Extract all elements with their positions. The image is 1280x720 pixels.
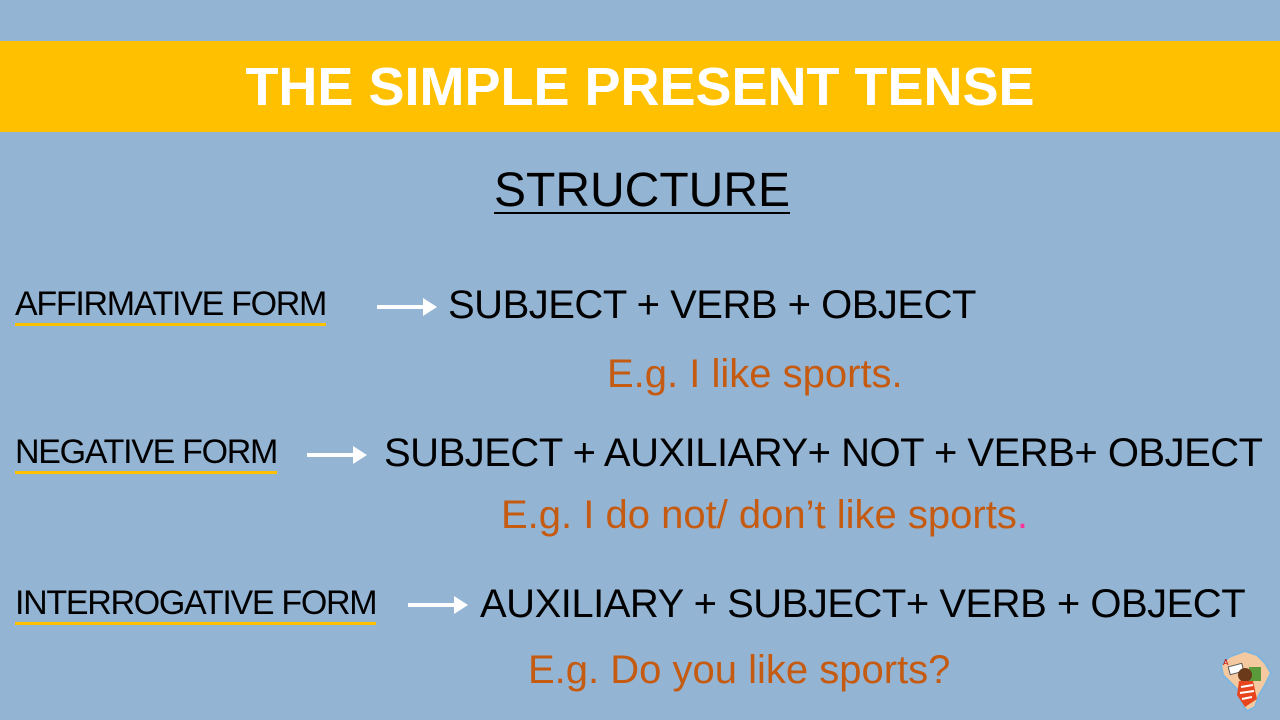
- arrow-right-icon: [307, 446, 367, 464]
- structure-heading-text: STRUCTURE: [494, 164, 790, 217]
- interrogative-example: E.g. Do you like sports?: [528, 648, 951, 692]
- slide-title: THE SIMPLE PRESENT TENSE: [245, 56, 1035, 117]
- interrogative-form-label: INTERROGATIVE FORM: [15, 584, 378, 625]
- affirmative-form-label: AFFIRMATIVE FORM: [15, 285, 327, 326]
- negative-form-label: NEGATIVE FORM: [15, 433, 278, 474]
- svg-text:A: A: [1223, 658, 1229, 667]
- arrow-right-icon: [408, 596, 468, 614]
- negative-example: E.g. I do not/ don’t like sports.: [501, 493, 1028, 538]
- structure-heading: STRUCTURE: [0, 163, 1280, 218]
- africa-map-logo-icon: A: [1219, 649, 1273, 713]
- affirmative-structure: SUBJECT + VERB + OBJECT: [448, 283, 976, 327]
- negative-example-period: .: [1016, 493, 1028, 537]
- interrogative-structure: AUXILIARY + SUBJECT+ VERB + OBJECT: [480, 582, 1246, 626]
- arrow-right-icon: [377, 298, 437, 316]
- negative-structure: SUBJECT + AUXILIARY+ NOT + VERB+ OBJECT: [384, 431, 1263, 475]
- title-banner: THE SIMPLE PRESENT TENSE: [0, 41, 1280, 132]
- negative-example-text: E.g. I do not/ don’t like sports: [501, 493, 1017, 537]
- affirmative-example: E.g. I like sports.: [607, 352, 903, 396]
